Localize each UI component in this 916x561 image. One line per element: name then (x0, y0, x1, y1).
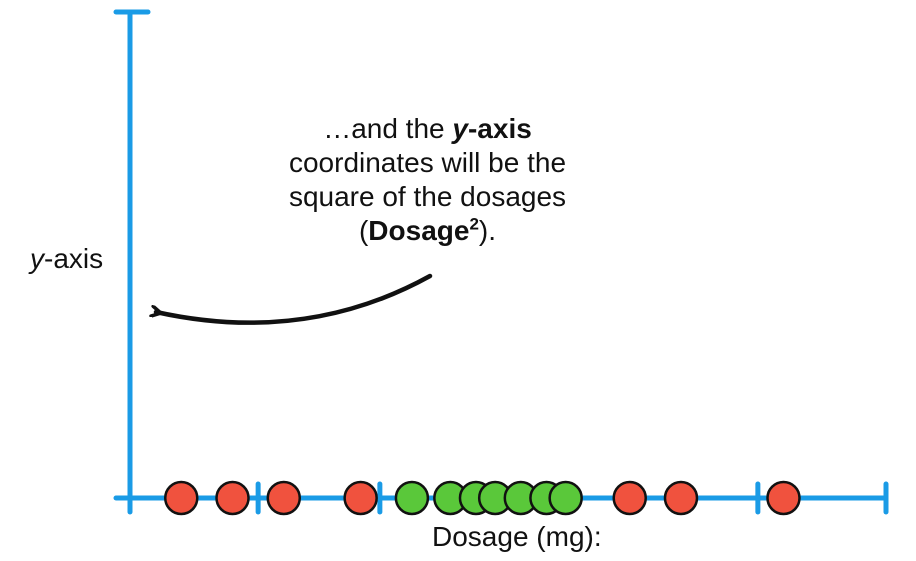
red-data-point (766, 480, 801, 516)
y-axis-label: y-axis (30, 243, 103, 275)
x-axis-label: Dosage (mg): (432, 521, 602, 552)
annotation-highlight-var: y (452, 113, 468, 144)
green-data-point (548, 480, 583, 516)
data-points (164, 480, 801, 516)
green-data-point (394, 480, 430, 516)
annotation-line-4: (Dosage2). (255, 214, 600, 248)
annotation-line-1: …and the y-axis (255, 112, 600, 146)
red-data-point (215, 480, 250, 516)
annotation-arrow (156, 273, 433, 325)
annotation-lead: …and the (323, 113, 453, 144)
annotation-formula: Dosage (368, 215, 470, 246)
annotation-text: …and the y-axis coordinates will be the … (255, 112, 600, 248)
annotation-line-2: coordinates will be the (288, 147, 567, 178)
red-data-point (612, 480, 647, 516)
red-data-point (343, 480, 378, 516)
red-data-point (164, 480, 199, 516)
y-axis-label-rest: -axis (44, 243, 104, 274)
annotation-paren-close: ). (478, 215, 497, 246)
red-data-point (266, 480, 302, 516)
red-data-point (663, 480, 699, 516)
y-axis-label-var: y (30, 243, 44, 274)
annotation-line-3: square of the dosages (288, 181, 567, 212)
annotation-highlight-rest: -axis (467, 113, 532, 144)
annotation-paren-open: ( (358, 215, 369, 246)
annotation-formula-exponent: 2 (469, 214, 479, 234)
